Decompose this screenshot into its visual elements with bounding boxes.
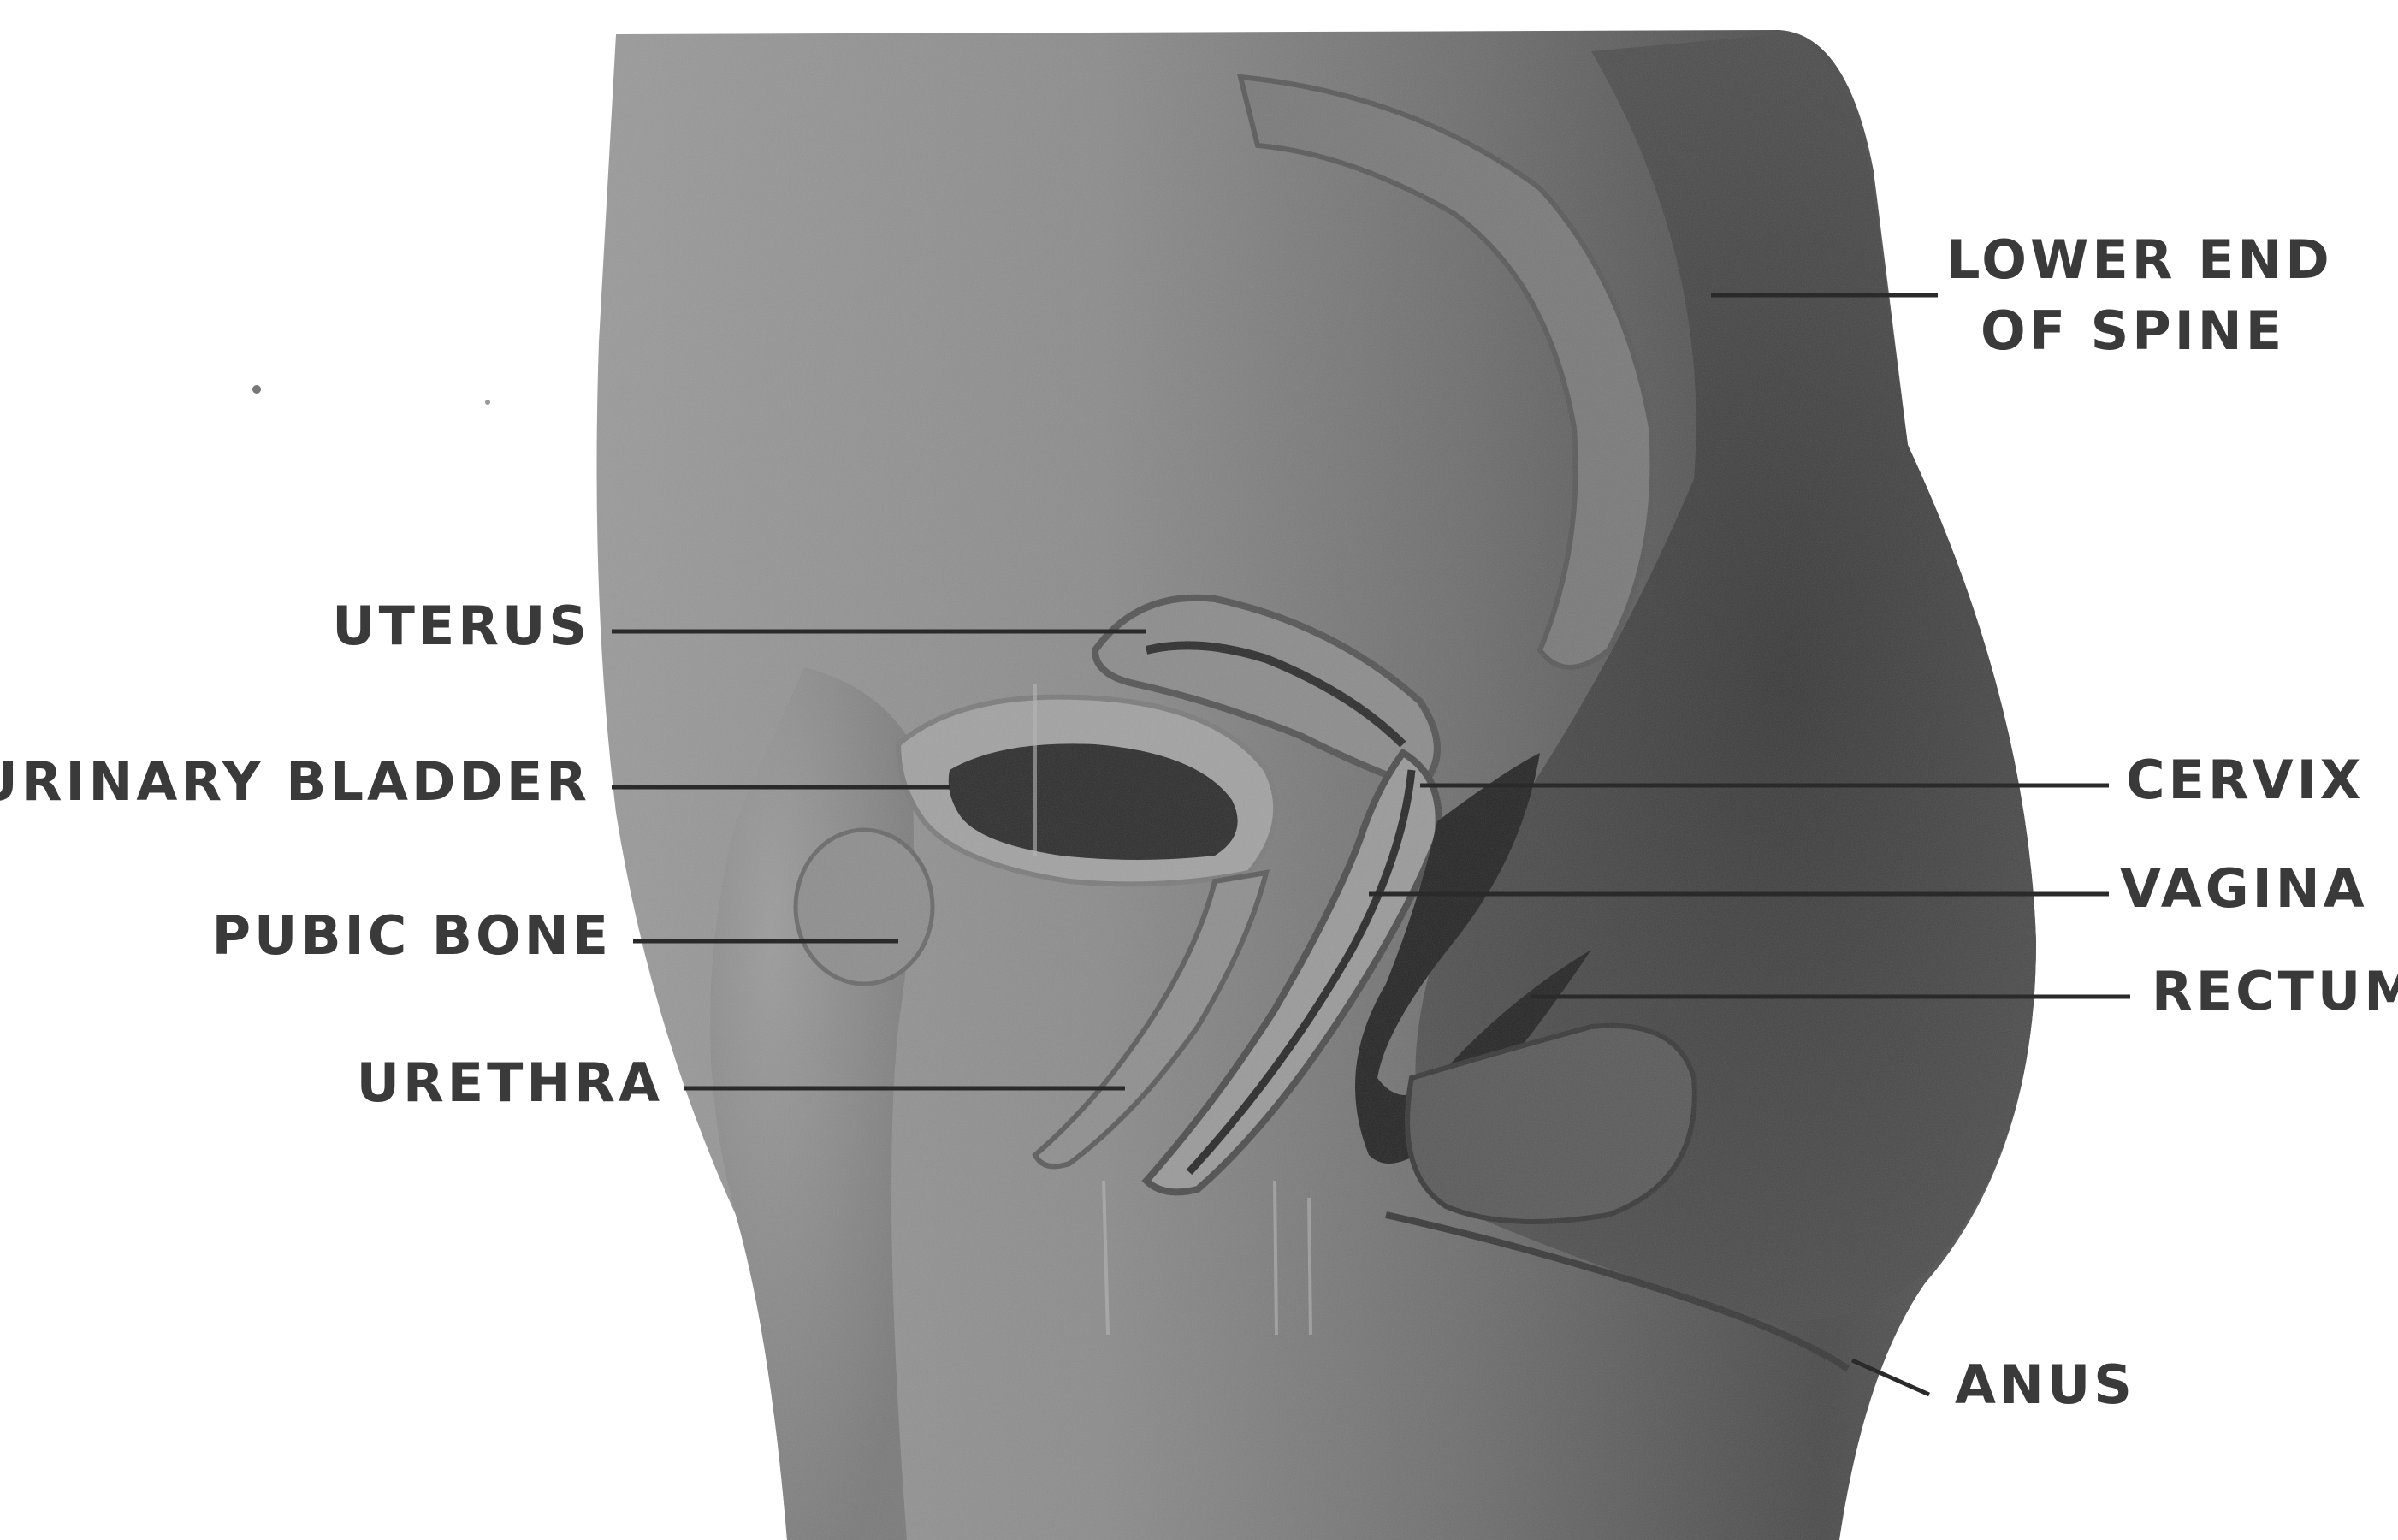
label-lower-end-of-spine-2: OF SPINE (1981, 299, 2285, 362)
label-cervix: CERVIX (2126, 749, 2364, 811)
label-uterus: UTERUS (332, 595, 590, 657)
label-urethra: URETHRA (357, 1051, 663, 1114)
speck (252, 385, 261, 394)
label-urinary-bladder: URINARY BLADDER (0, 750, 590, 813)
label-lower-end-of-spine-1: LOWER END (1946, 228, 2333, 291)
label-anus: ANUS (1955, 1353, 2135, 1416)
label-pubic-bone: PUBIC BONE (212, 904, 612, 967)
label-rectum: RECTUM (2152, 960, 2398, 1022)
speck (485, 400, 490, 405)
label-vagina: VAGINA (2120, 857, 2368, 920)
